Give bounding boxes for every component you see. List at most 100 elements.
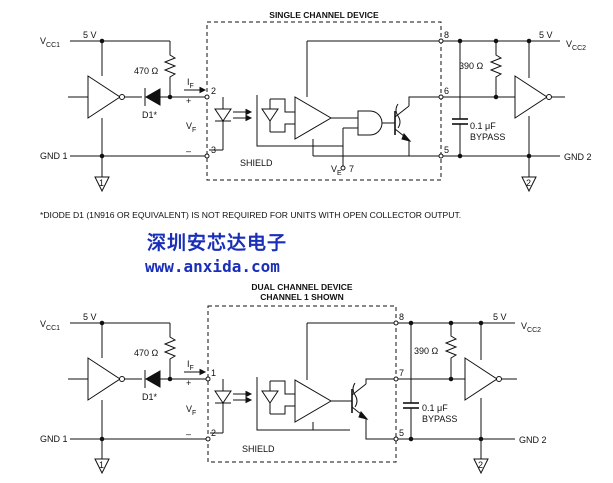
watermark-url: www.anxida.com — [145, 257, 280, 276]
internal-led-icon — [214, 108, 232, 122]
pin-1-label: 1 — [211, 368, 216, 378]
photodiode-icon — [261, 390, 279, 404]
emitter-to-pin5-wire — [365, 418, 396, 440]
collector-to-pin7-wire — [365, 378, 396, 384]
amplifier — [294, 96, 332, 140]
pin-2 — [204, 94, 210, 100]
resistor-390-label: 390 Ω — [459, 61, 484, 71]
dual-channel-circuit: DUAL CHANNEL DEVICE CHANNEL 1 SHOWN VCC1… — [40, 282, 547, 475]
pin-8-label: 8 — [399, 312, 404, 322]
junction-dot — [457, 153, 463, 159]
vcc1-label: VCC1 — [40, 36, 60, 49]
junction-dot — [167, 376, 173, 382]
vcc1-label: VCC1 — [40, 319, 60, 332]
if-label: IF — [187, 359, 194, 372]
buffer-inversion-bubble — [119, 94, 125, 100]
shield-label: SHIELD — [240, 158, 273, 168]
pin-5 — [393, 436, 399, 442]
pin-1 — [205, 376, 211, 382]
vcc2-voltage: 5 V — [539, 30, 553, 40]
photodiode-to-amp-wire — [270, 405, 295, 415]
if-arrow-head — [199, 86, 207, 94]
ground-2-label: 2 — [478, 460, 483, 470]
input-buffer — [87, 357, 121, 401]
input-buffer — [87, 75, 121, 119]
junction-dot — [167, 94, 173, 100]
ve-label: VE — [331, 164, 342, 177]
ground-1-label: 1 — [99, 178, 104, 188]
pin-7-label: 7 — [349, 164, 354, 174]
vf-label: VF — [186, 121, 196, 134]
resistor-470-label: 470 Ω — [134, 348, 159, 358]
amplifier — [294, 379, 332, 423]
photodiode-to-amp-wire — [270, 98, 295, 113]
internal-led-icon — [214, 390, 232, 404]
ground-2-icon — [521, 176, 537, 193]
junction-dot — [408, 436, 414, 442]
resistor-390 — [444, 323, 458, 379]
resistor-470-label: 470 Ω — [134, 66, 159, 76]
transistor-collector — [394, 105, 410, 118]
vcc1-voltage: 5 V — [83, 30, 97, 40]
pin-8 — [393, 320, 399, 326]
resistor-390 — [489, 41, 503, 97]
vf-plus: + — [186, 378, 191, 388]
cap-value: 0.1 μF — [470, 121, 496, 131]
vcc2-label: VCC2 — [521, 321, 541, 334]
buffer-inversion-bubble — [119, 376, 125, 382]
transistor-emitter-arrow — [358, 411, 369, 420]
cap-bypass: BYPASS — [422, 414, 457, 424]
pin-6-label: 6 — [444, 86, 449, 96]
junction-dot — [526, 153, 532, 159]
single-channel-circuit: SINGLE CHANNEL DEVICE VCC1 5 V 470 Ω D1*… — [40, 10, 592, 193]
junction-dot — [448, 376, 454, 382]
photodiode-to-amp-wire — [270, 380, 295, 395]
resistor-470 — [163, 41, 177, 97]
vf-label: VF — [186, 404, 196, 417]
ground-1-icon — [94, 458, 110, 475]
gnd1-label: GND 1 — [40, 434, 68, 444]
if-label: IF — [187, 77, 194, 90]
output-buffer — [464, 357, 498, 401]
dual-channel-title-line2: CHANNEL 1 SHOWN — [260, 292, 343, 302]
resistor-470 — [163, 323, 177, 379]
pin-8 — [438, 38, 444, 44]
pin-8-label: 8 — [444, 30, 449, 40]
collector-to-pin6-wire — [408, 96, 441, 106]
diode-d1 — [144, 370, 161, 388]
junction-dot — [493, 94, 499, 100]
light-arrow-head — [245, 114, 253, 122]
footnote: *DIODE D1 (1N916 OR EQUIVALENT) IS NOT R… — [40, 210, 461, 220]
single-channel-title: SINGLE CHANNEL DEVICE — [269, 10, 379, 20]
gnd2-label: GND 2 — [519, 435, 547, 445]
junction-dot — [478, 320, 484, 326]
output-buffer-bubble — [496, 376, 502, 382]
ground-2-icon — [473, 458, 489, 475]
pin-5 — [438, 153, 444, 159]
vf-plus: + — [186, 96, 191, 106]
watermark-chinese: 深圳安芯达电子 — [147, 231, 287, 254]
diode-d1-label: D1* — [142, 392, 158, 402]
pin-6 — [438, 94, 444, 100]
pin-2 — [205, 436, 211, 442]
vf-minus: – — [186, 146, 191, 156]
shield-label: SHIELD — [242, 444, 275, 454]
pin-5-label: 5 — [444, 145, 449, 155]
light-arrow-head — [245, 396, 253, 404]
gnd2-label: GND 2 — [564, 152, 592, 162]
pin-3 — [204, 153, 210, 159]
light-arrow-head — [245, 108, 253, 116]
vcc2-voltage: 5 V — [493, 312, 507, 322]
gnd1-label: GND 1 — [40, 151, 68, 161]
dual-channel-device-outline — [207, 305, 397, 463]
photodiode-to-amp-wire — [270, 123, 295, 133]
ground-1-icon — [94, 176, 110, 193]
pin-2-label: 2 — [211, 86, 216, 96]
junction-dot — [478, 436, 484, 442]
transistor-collector — [351, 383, 367, 396]
vf-minus: – — [186, 429, 191, 439]
cap-value: 0.1 μF — [422, 403, 448, 413]
and-gate — [357, 110, 383, 136]
output-buffer — [514, 75, 548, 119]
